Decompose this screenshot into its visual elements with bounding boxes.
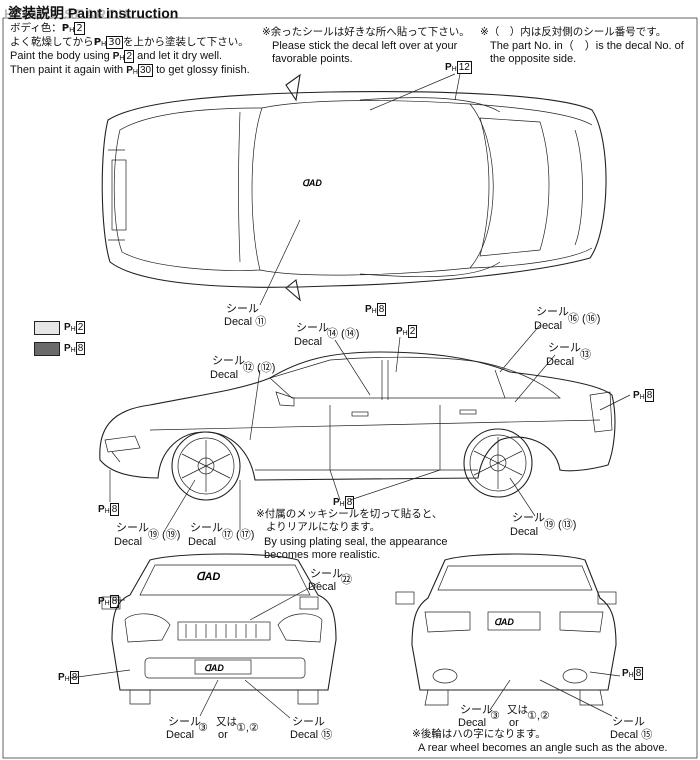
decal-13-label: Decal	[546, 356, 575, 368]
plating-note-jp2: よりリアルになります。	[266, 521, 381, 533]
decal-17-seal: シール	[190, 522, 223, 534]
plating-note-en2: becomes more realistic.	[264, 549, 381, 561]
decal-15-rear-seal: シール	[612, 716, 645, 728]
or-en-front: or	[218, 729, 228, 741]
car-top-view: ᗡAD	[101, 73, 607, 302]
decal-14-number: ⑭ (⑭)	[327, 328, 360, 340]
opposite-note-jp: ※（ ）内は反対側のシール番号です。	[480, 26, 667, 38]
decal-22-seal: シール	[310, 568, 343, 580]
watermark: HOBBY SEARCH	[4, 6, 130, 22]
rear-wheel-note-jp: ※後輪はハの字になります。	[412, 728, 546, 740]
decal-15-front-label: Decal ⑮	[290, 729, 333, 741]
decal-16-seal: シール	[536, 306, 569, 318]
plating-note-jp1: ※付属のメッキシールを切って貼ると、	[256, 508, 443, 520]
page-title: 塗装説明 Paint instruction	[8, 5, 179, 21]
car-front-view: ᗡAD ᗡAD	[101, 553, 337, 705]
or-jp-rear: 又は	[507, 704, 528, 716]
plating-note-en1: By using plating seal, the appearance	[264, 536, 448, 548]
decal-3-label: Decal	[166, 729, 195, 741]
car-side-view	[99, 351, 616, 501]
frame-border	[2, 17, 698, 759]
decal-11-seal: シール	[226, 303, 259, 315]
legend-swatch-h2	[34, 321, 60, 335]
decal-3-seal: シール	[168, 716, 201, 728]
decal-12-label: Decal	[210, 369, 239, 381]
or-jp-front: 又は	[216, 716, 237, 728]
decal-19-label: Decal	[114, 536, 143, 548]
decal-19b-seal: シール	[512, 512, 545, 524]
decal-3-number: ③	[198, 722, 208, 734]
decal-11-label: Decal ⑪	[224, 316, 267, 328]
decal-13-seal: シール	[548, 342, 581, 354]
decal-12-seal: シール	[212, 355, 245, 367]
decal-17-number: ⑰ (⑰)	[222, 529, 255, 541]
decal-19-seal: シール	[116, 522, 149, 534]
front-plate-badge: ᗡAD	[204, 663, 224, 673]
decal-1-2-front: ①,②	[236, 722, 259, 734]
legend-swatch-h8	[34, 342, 60, 356]
decal-19b-number: ⑲ (⑬)	[544, 519, 577, 531]
decal-1-2-rear: ①,②	[527, 710, 550, 722]
decal-17-label: Decal	[188, 536, 217, 548]
or-en-rear: or	[509, 717, 519, 729]
decal-3-rear-seal: シール	[460, 704, 493, 716]
decal-22-number: ㉒	[341, 574, 352, 586]
body-color-label: ボディ色：	[10, 22, 62, 34]
decal-12-number: ⑫ (⑫)	[243, 362, 276, 374]
decal-19-number: ⑲ (⑲)	[148, 529, 181, 541]
decal-19b-label: Decal	[510, 526, 539, 538]
decal-14-seal: シール	[296, 322, 329, 334]
leftover-note-en1: Please stick the decal left over at your	[272, 40, 458, 52]
leftover-note-jp: ※余ったシールは好きな所へ貼って下さい。	[262, 26, 470, 38]
decal-3-rear-number: ③	[490, 710, 500, 722]
car-rear-view: ᗡAD	[395, 553, 617, 706]
decal-13-number: ⑬	[580, 349, 591, 361]
opposite-note-en1: The part No. in（ ）is the decal No. of	[490, 40, 684, 52]
decal-22-label: Decal	[308, 581, 337, 593]
opposite-note-en2: the opposite side.	[490, 53, 577, 65]
front-windshield-badge: ᗡAD	[196, 571, 220, 583]
decal-16-label: Decal	[534, 320, 563, 332]
decal-15-rear-label: Decal ⑮	[610, 729, 653, 741]
decal-16-number: ⑯ (⑯)	[568, 313, 601, 325]
top-badge: ᗡAD	[302, 178, 322, 188]
rear-plate-badge: ᗡAD	[494, 617, 514, 627]
leftover-note-en2: favorable points.	[272, 53, 353, 65]
decal-14-label: Decal	[294, 336, 323, 348]
leader-lines	[69, 73, 631, 719]
decal-3-rear-label: Decal	[458, 717, 487, 729]
rear-wheel-note-en: A rear wheel becomes an angle such as th…	[418, 742, 668, 754]
decal-15-front-seal: シール	[292, 716, 325, 728]
